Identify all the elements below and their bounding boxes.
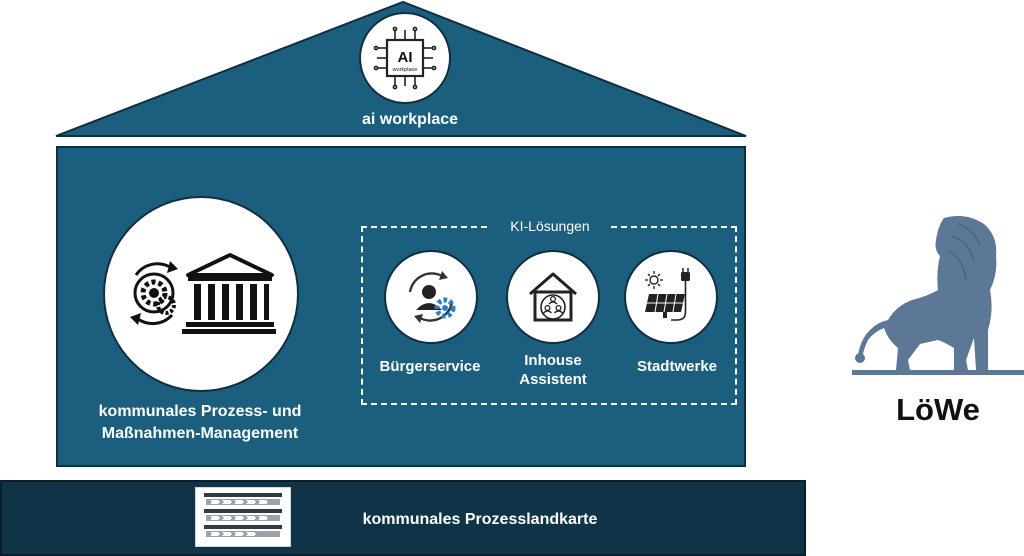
foundation-label: kommunales Prozesslandkarte [362,511,598,528]
inhouse-assistent-circle [506,250,600,344]
process-map-thumbnail [195,487,291,547]
stadtwerke-label: Stadtwerke [636,358,718,375]
ki-solutions-title: KI-Lösungen [490,218,610,234]
inhouse-people-icon [529,272,577,322]
solar-energy-icon [645,268,690,321]
buergerservice-circle [384,250,478,344]
institution-building-icon [182,253,276,334]
roof-label: ai workplace [361,111,459,128]
inhouse-assistent-label-line1: Inhouse [524,352,582,369]
house-foundation [0,480,806,556]
process-management-label: kommunales Prozess- und Maßnahmen-Manage… [70,401,330,445]
process-management-circle [103,196,299,392]
inhouse-assistent-label-line2: Assistent [519,371,587,388]
ai-workplace-circle: AI workplace [359,12,451,104]
ai-chip-icon: AI workplace [373,26,437,90]
process-map-icon [204,493,282,537]
stadtwerke-circle [624,250,718,344]
citizen-service-icon [408,271,456,323]
ai-chip-title: AI [398,49,413,66]
inhouse-assistent-label: Inhouse Assistent [493,351,613,389]
process-management-label-line1: kommunales Prozess- und [98,403,302,420]
ai-chip-subtitle: workplace [392,67,418,73]
process-management-label-line2: Maßnahmen-Management [101,425,299,442]
gear-cycle-icon [130,261,178,326]
lion-logo-icon [852,216,1024,375]
lowe-logo-text: LöWe [896,392,980,427]
buergerservice-label: Bürgerservice [379,358,481,375]
